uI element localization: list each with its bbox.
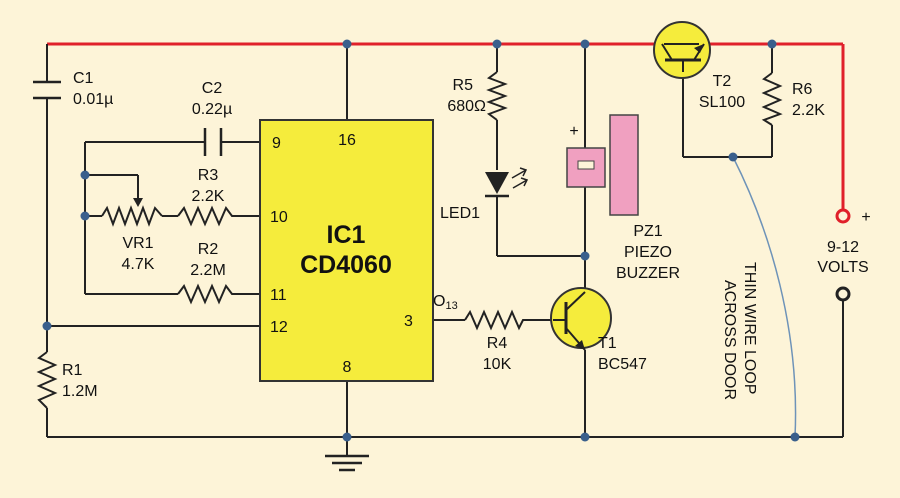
junction-dots [42,39,800,442]
r1-value: 1.2M [62,383,98,400]
led-diode [485,172,509,198]
c1-ref: C1 [73,70,94,87]
r3-value: 2.2K [192,188,225,205]
pin-8-label: 8 [343,359,352,376]
potentiometer-vr1 [101,188,163,227]
ic1-part: CD4060 [300,251,392,279]
supply-plus-sign: + [861,209,870,226]
c1-value: 0.01µ [73,91,113,108]
t1-part: BC547 [598,356,647,373]
r4-value: 10K [483,356,512,373]
wire-loop-line2: ACROSS DOOR [721,280,738,400]
transistor-t2 [653,21,711,79]
supply-terminal-positive [835,208,851,224]
pz1-ref: PZ1 [633,223,662,240]
pin-11-label: 11 [270,287,287,304]
ic1-ref: IC1 [327,221,366,249]
capacitor-c1 [33,80,61,100]
pin-16-label: 16 [338,132,356,149]
r5-value: 680Ω [447,98,486,115]
t2-part: SL100 [699,94,745,111]
door-wire-loop [732,156,797,438]
r6-ref: R6 [792,81,813,98]
r6-value: 2.2K [792,102,825,119]
transistor-t1 [550,287,612,351]
resistor-r1 [36,351,58,409]
vr1-ref: VR1 [122,235,153,252]
supply-terminal-negative [835,286,851,302]
ic1-chip [259,119,434,382]
buzzer-plus-sign: + [569,123,578,140]
wire-loop-line1: THIN WIRE LOOP [741,262,758,394]
pz1-line3: BUZZER [616,265,680,282]
resistor-r3 [177,205,236,227]
pin-10-label: 10 [270,209,288,226]
c2-value: 0.22µ [192,101,232,118]
t2-ref: T2 [713,73,732,90]
resistor-r5 [486,71,508,121]
led-light-arrows-icon [511,167,529,189]
piezo-buzzer [566,114,639,216]
c2-ref: C2 [202,80,223,97]
r3-ref: R3 [198,167,219,184]
resistor-r6 [761,72,783,126]
supply-voltage: 9-12 [827,239,859,256]
r1-ref: R1 [62,362,83,379]
r2-ref: R2 [198,241,219,258]
led1-ref: LED1 [440,205,480,222]
vr1-value: 4.7K [122,256,155,273]
o13-label: O13 [433,293,458,312]
supply-volts-label: VOLTS [817,259,868,276]
t1-ref: T1 [598,335,617,352]
r4-ref: R4 [487,335,508,352]
resistor-r2 [177,283,236,305]
r5-ref: R5 [453,77,474,94]
pin-3-label: 3 [404,313,413,330]
r2-value: 2.2M [190,262,226,279]
resistor-r4 [464,309,527,331]
pin-12-label: 12 [270,319,288,336]
capacitor-c2 [203,128,223,156]
ground-icon [325,454,369,472]
pz1-line2: PIEZO [624,244,672,261]
pin-9-label: 9 [272,135,281,152]
